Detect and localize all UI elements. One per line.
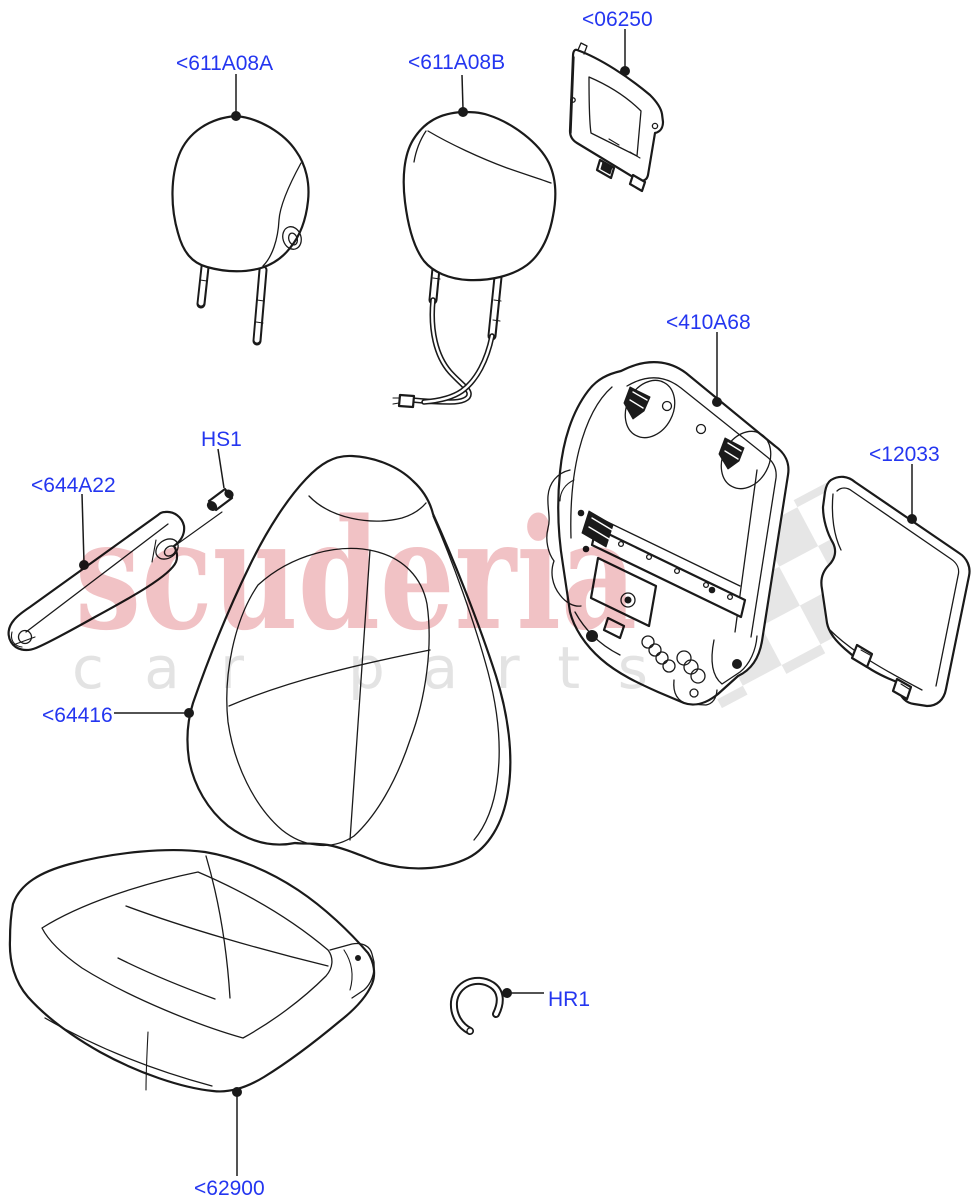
headrest-611A08A-drawing [171, 114, 310, 346]
leader-dot-64416 [184, 708, 194, 718]
watermark-text: scuderia c a r p a r t s [72, 485, 648, 702]
leader-dot-410A68 [712, 397, 722, 407]
leader-lines [79, 29, 917, 1176]
leader-dot-12033 [907, 514, 917, 524]
leader-dot-611A08A [231, 111, 241, 121]
part-label-644A22[interactable]: <644A22 [31, 474, 116, 497]
leader-dot-62900 [232, 1087, 242, 1097]
seat-cushion-cover-62900-drawing [8, 848, 376, 1093]
part-label-611A08B[interactable]: <611A08B [408, 51, 505, 74]
hr1-hook-drawing [449, 976, 504, 1035]
part-labels: <611A08A <611A08B <06250 <410A68 <12033 … [31, 8, 940, 1200]
part-label-64416[interactable]: <64416 [42, 704, 113, 727]
leader-dot-644A22 [79, 560, 89, 570]
part-label-62900[interactable]: <62900 [194, 1177, 265, 1200]
leader-dot-HR1 [502, 988, 512, 998]
leader-dot-611A08B [458, 107, 468, 117]
hs1-bolt-drawing [175, 487, 234, 546]
leader-644A22 [81, 493, 85, 564]
headrest-611A08B-drawing [392, 110, 557, 409]
leader-611A08B [461, 74, 464, 110]
part-label-12033[interactable]: <12033 [869, 443, 940, 466]
panel-06250-drawing [568, 42, 665, 193]
armrest-644A22-drawing [7, 510, 186, 652]
leader-HS1 [217, 448, 225, 489]
part-label-06250[interactable]: <06250 [582, 8, 653, 31]
part-label-410A68[interactable]: <410A68 [666, 311, 751, 334]
seat-back-cover-64416-drawing [186, 454, 512, 870]
part-label-HS1[interactable]: HS1 [201, 428, 242, 451]
part-label-HR1[interactable]: HR1 [548, 988, 590, 1011]
part-label-611A08A[interactable]: <611A08A [176, 52, 273, 75]
panel-12033-drawing [820, 475, 971, 708]
seat-back-frame-410A68-drawing [546, 361, 790, 706]
watermark-tagline-right: p a r t s [348, 634, 648, 702]
leader-dot-06250 [620, 66, 630, 76]
watermark-brand: scuderia [75, 485, 637, 664]
